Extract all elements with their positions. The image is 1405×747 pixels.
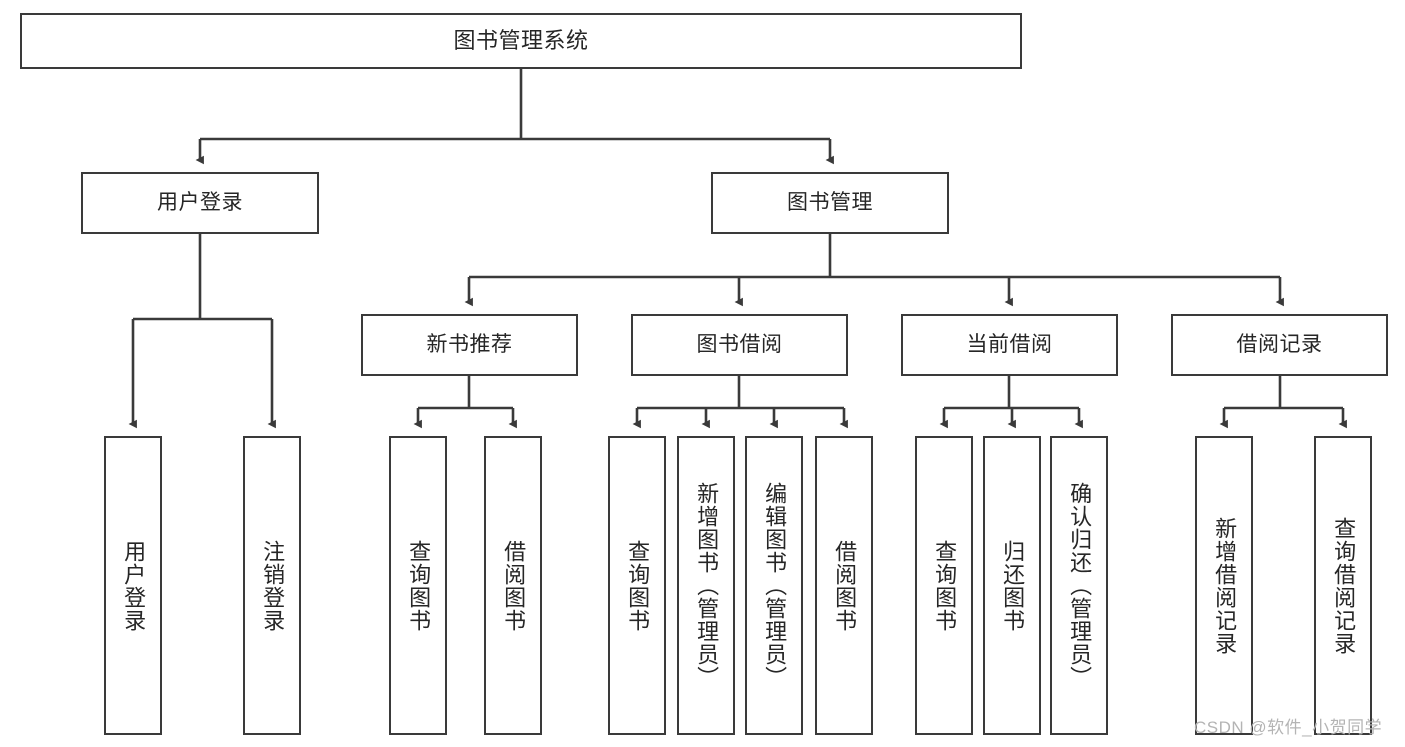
- node-book-manage-label: 图书管理: [787, 191, 873, 215]
- node-leaf-logout-login[interactable]: 注销登录: [243, 436, 301, 735]
- node-leaf-user-login[interactable]: 用户登录: [104, 436, 162, 735]
- node-borrow-record[interactable]: 借阅记录: [1171, 314, 1388, 376]
- node-root-system[interactable]: 图书管理系统: [20, 13, 1022, 69]
- node-user-login-label: 用户登录: [157, 191, 243, 215]
- node-current-borrow[interactable]: 当前借阅: [901, 314, 1118, 376]
- node-leaf-borrow-book-1[interactable]: 借阅图书: [484, 436, 542, 735]
- node-leaf-return-book-label: 归还图书: [1000, 539, 1026, 632]
- node-leaf-add-borrow-record-label: 新增借阅记录: [1212, 516, 1238, 655]
- node-leaf-query-book-3[interactable]: 查询图书: [915, 436, 973, 735]
- node-leaf-add-book-admin[interactable]: 新增图书（管理员）: [677, 436, 735, 735]
- node-leaf-query-book-3-label: 查询图书: [932, 539, 958, 632]
- node-leaf-query-book-2[interactable]: 查询图书: [608, 436, 666, 735]
- node-current-borrow-label: 当前借阅: [966, 333, 1053, 357]
- node-book-borrow[interactable]: 图书借阅: [631, 314, 848, 376]
- node-leaf-confirm-return-admin-label: 确认归还（管理员）: [1067, 482, 1093, 689]
- node-leaf-query-borrow-record[interactable]: 查询借阅记录: [1314, 436, 1372, 735]
- node-book-manage[interactable]: 图书管理: [711, 172, 949, 234]
- node-user-login[interactable]: 用户登录: [81, 172, 319, 234]
- node-leaf-confirm-return-admin[interactable]: 确认归还（管理员）: [1050, 436, 1108, 735]
- node-leaf-borrow-book-2-label: 借阅图书: [832, 539, 858, 632]
- node-leaf-add-borrow-record[interactable]: 新增借阅记录: [1195, 436, 1253, 735]
- node-leaf-edit-book-admin[interactable]: 编辑图书（管理员）: [745, 436, 803, 735]
- node-leaf-add-book-admin-label: 新增图书（管理员）: [694, 482, 720, 689]
- node-root-system-label: 图书管理系统: [453, 27, 589, 53]
- node-leaf-query-book-1[interactable]: 查询图书: [389, 436, 447, 735]
- node-leaf-borrow-book-1-label: 借阅图书: [501, 539, 527, 632]
- node-borrow-record-label: 借阅记录: [1236, 333, 1323, 357]
- node-leaf-return-book[interactable]: 归还图书: [983, 436, 1041, 735]
- node-leaf-query-borrow-record-label: 查询借阅记录: [1331, 516, 1357, 655]
- node-leaf-user-login-label: 用户登录: [121, 539, 147, 632]
- node-new-book-recommend[interactable]: 新书推荐: [361, 314, 578, 376]
- node-leaf-query-book-2-label: 查询图书: [625, 539, 651, 632]
- csdn-watermark: CSDN @软件_小贺同学: [1194, 718, 1383, 737]
- node-book-borrow-label: 图书借阅: [696, 333, 783, 357]
- node-leaf-query-book-1-label: 查询图书: [406, 539, 432, 632]
- node-new-book-recommend-label: 新书推荐: [426, 333, 513, 357]
- node-leaf-edit-book-admin-label: 编辑图书（管理员）: [762, 482, 788, 689]
- node-leaf-borrow-book-2[interactable]: 借阅图书: [815, 436, 873, 735]
- node-leaf-logout-login-label: 注销登录: [260, 539, 286, 632]
